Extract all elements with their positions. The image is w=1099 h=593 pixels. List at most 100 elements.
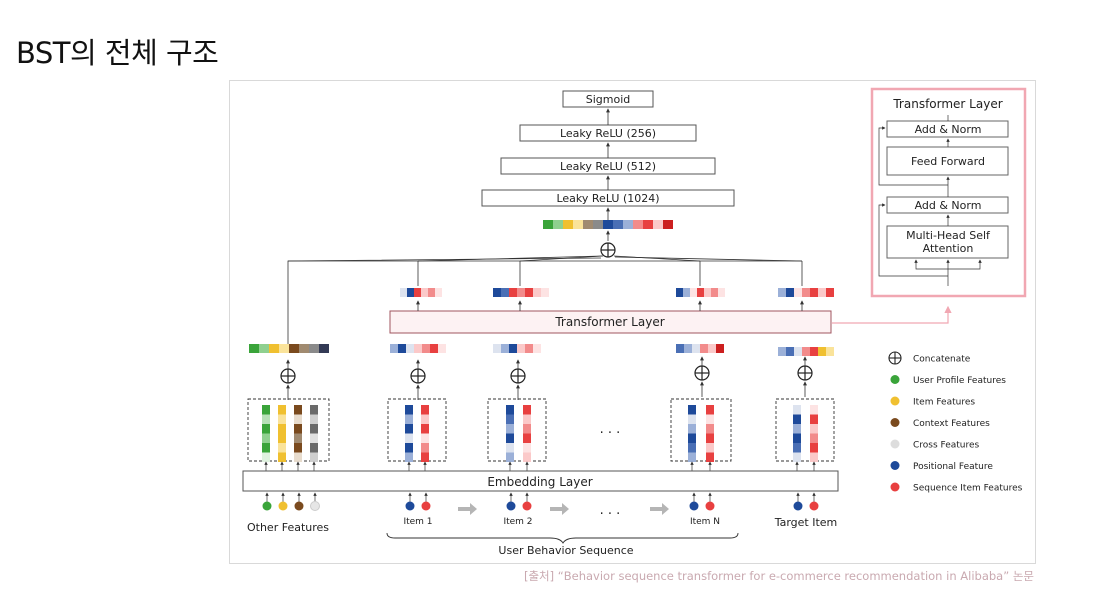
vector-cell (623, 220, 633, 229)
vector-cell (711, 288, 718, 297)
embedding-cell (706, 414, 714, 424)
vector-cell (553, 220, 563, 229)
embedding-cell (793, 443, 801, 453)
vector-cell (525, 344, 533, 353)
vector-cell (826, 347, 834, 356)
vector-cell (249, 344, 259, 353)
vector-cell (810, 347, 818, 356)
embedding-cell (421, 452, 429, 462)
vector-cell (704, 288, 711, 297)
embedding-cell (310, 433, 318, 443)
vector-cell (718, 288, 725, 297)
feature-dot (506, 501, 516, 511)
feature-dot (689, 501, 699, 511)
vector-cell (501, 344, 509, 353)
embedding-cell (405, 452, 413, 462)
item2-block (487, 398, 547, 462)
vector-cell (269, 344, 279, 353)
vector-cell (533, 288, 541, 297)
vector-cell (786, 347, 794, 356)
feature-dot (522, 501, 532, 511)
vector-cell (573, 220, 583, 229)
feature-dot (809, 501, 819, 511)
target-item-label: Target Item (774, 516, 838, 529)
leaky-relu-512-box: Leaky ReLU (512) (500, 157, 716, 175)
vector-cell (509, 344, 517, 353)
embedding-cell (294, 405, 302, 415)
embedding-cell (278, 433, 286, 443)
embedding-cell (310, 414, 318, 424)
feature-dot (421, 501, 431, 511)
legend-swatch (890, 482, 900, 492)
inset-add-norm-bottom: Add & Norm (915, 199, 982, 212)
embedding-cell (706, 443, 714, 453)
embedding-cell (294, 443, 302, 453)
embedding-cell (523, 405, 531, 415)
legend-swatch (890, 439, 900, 449)
leaky-relu-1024-box: Leaky ReLU (1024) (481, 189, 735, 207)
embedding-cell (310, 443, 318, 453)
legend-label: Concatenate (913, 355, 971, 365)
sequence-arrows (458, 503, 669, 515)
embedding-cell (294, 424, 302, 434)
vector-cell (593, 220, 603, 229)
embedding-cell (706, 433, 714, 443)
vector-cell (603, 220, 613, 229)
vector-cell (421, 288, 428, 297)
sigmoid-label: Sigmoid (586, 93, 631, 106)
vector-cell (517, 288, 525, 297)
embedding-cell (294, 433, 302, 443)
vector-cell (501, 288, 509, 297)
vector-cell (406, 344, 414, 353)
embedding-cell (262, 405, 270, 415)
embedding-cell (262, 433, 270, 443)
embedding-cell (706, 424, 714, 434)
vector-cell (778, 347, 786, 356)
bst-architecture-figure: Sigmoid Leaky ReLU (256) Leaky ReLU (512… (229, 80, 1036, 564)
vector-cell (633, 220, 643, 229)
embedding-cell (405, 424, 413, 434)
embedding-cell (688, 452, 696, 462)
concatenate-icon (797, 365, 813, 381)
legend-item: Context Features (890, 418, 990, 429)
vector-cell (414, 288, 421, 297)
inset-mhsa-line1: Multi-Head Self (906, 229, 991, 242)
embedding-cell (506, 424, 514, 434)
vector-cell (430, 344, 438, 353)
vector-cell (259, 344, 269, 353)
vector-cell (810, 288, 818, 297)
feature-dot (262, 501, 272, 511)
vector-cell (414, 344, 422, 353)
input-vectors-row (249, 344, 834, 356)
concatenate-icon (410, 368, 426, 384)
legend-label: Positional Feature (913, 462, 993, 472)
vector-cell (802, 288, 810, 297)
vector-cell (643, 220, 653, 229)
vector-cell (794, 288, 802, 297)
embedding-cell (310, 424, 318, 434)
legend-swatch (890, 396, 900, 406)
embedding-cell (421, 424, 429, 434)
vector-cell (786, 288, 794, 297)
vector-cell (509, 288, 517, 297)
vector-cell (563, 220, 573, 229)
embedding-cell (278, 443, 286, 453)
middle-ellipsis: . . . (600, 422, 621, 437)
inset-title: Transformer Layer (892, 97, 1002, 111)
vector-cell (583, 220, 593, 229)
item2-label: Item 2 (503, 517, 532, 527)
vector-cell (818, 288, 826, 297)
embedding-cell (405, 443, 413, 453)
feature-dot (294, 501, 304, 511)
legend-item: Concatenate (888, 351, 971, 365)
legend-label: Cross Features (913, 441, 980, 451)
concatenate-icon (510, 368, 526, 384)
inset-add-norm-top: Add & Norm (915, 123, 982, 136)
vector-cell (818, 347, 826, 356)
embedding-cell (310, 452, 318, 462)
vector-cell (407, 288, 414, 297)
transformer-layer-label: Transformer Layer (554, 315, 664, 329)
embedding-cell (405, 414, 413, 424)
embedding-cell (810, 424, 818, 434)
itemN-label: Item N (690, 517, 720, 527)
